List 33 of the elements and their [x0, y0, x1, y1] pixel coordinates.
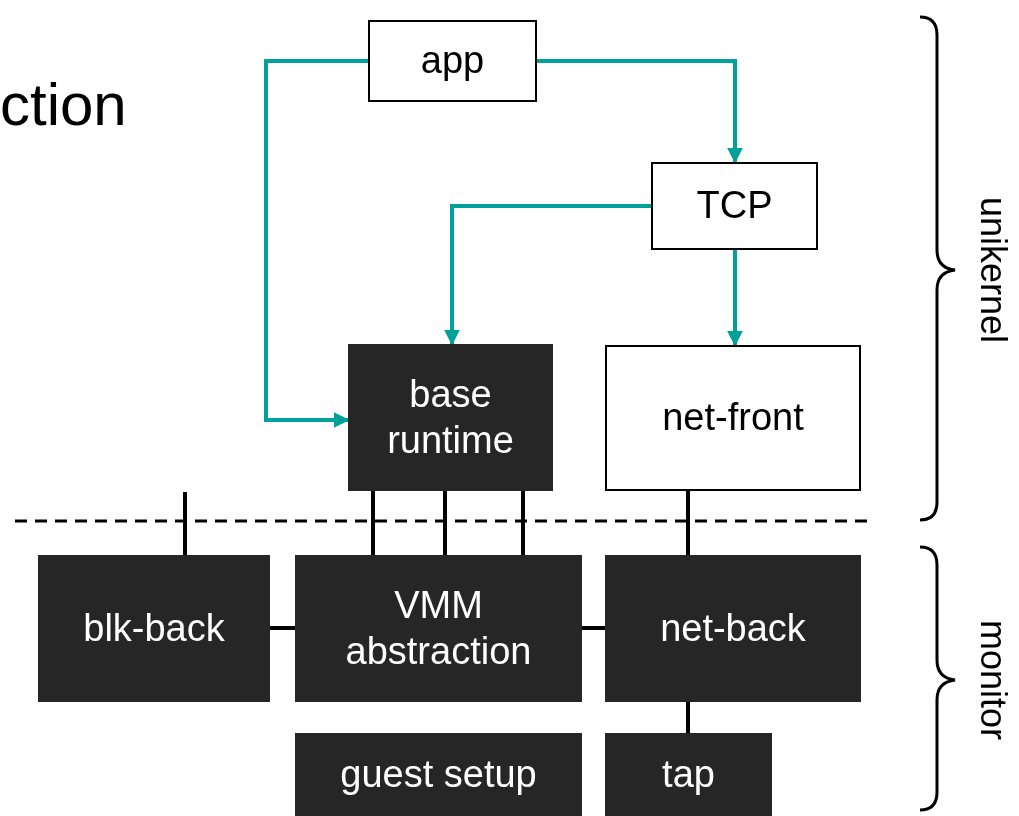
process-box: [605, 345, 861, 491]
connector-line: [686, 491, 690, 555]
box-label: app: [420, 38, 485, 84]
box-label: net-front: [662, 395, 804, 441]
connector-line: [371, 491, 375, 555]
box-label: net-back: [660, 605, 806, 651]
side-label: monitor: [972, 620, 1014, 740]
connector-line: [582, 626, 605, 630]
process-box: [651, 162, 818, 250]
box-label: blk-back: [83, 605, 225, 651]
component-box: [348, 344, 553, 491]
box-label: TCP: [696, 183, 773, 229]
box-label: guest setup: [340, 751, 537, 797]
component-box: [38, 555, 270, 702]
arrow: [537, 59, 743, 164]
connector-line: [686, 702, 690, 733]
component-box: [605, 733, 772, 816]
arrow: [264, 59, 368, 428]
component-box: [605, 555, 861, 702]
arrow: [444, 204, 651, 346]
connector-line: [443, 491, 447, 555]
connector-line: [270, 626, 295, 630]
connector-line: [183, 492, 187, 555]
component-box: [295, 555, 582, 702]
connector-line: [521, 491, 525, 555]
component-box: [295, 733, 582, 816]
partial-heading: ction: [0, 70, 127, 139]
arrow: [727, 250, 743, 347]
box-label: base runtime: [386, 371, 515, 463]
side-label: unikernel: [972, 196, 1015, 344]
box-label: tap: [662, 751, 715, 797]
process-box: [368, 20, 537, 102]
box-label: VMM abstraction: [344, 582, 533, 674]
